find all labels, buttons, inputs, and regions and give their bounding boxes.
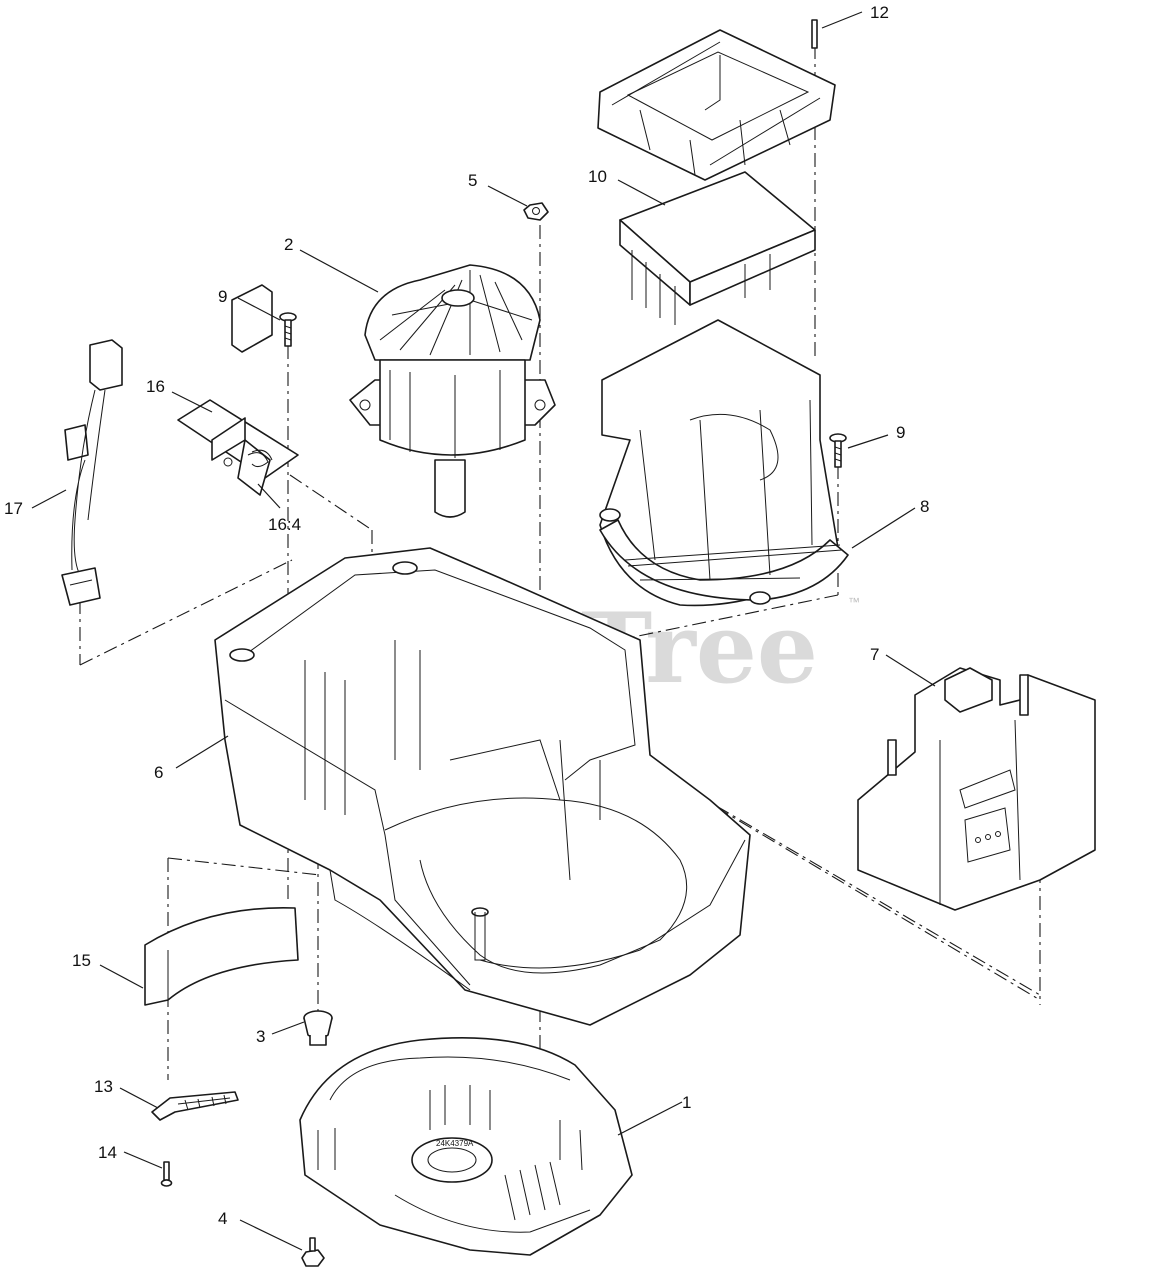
part-9-screw-right [829, 433, 847, 468]
part-3-knob [303, 1010, 333, 1046]
part-14-screw [160, 1161, 173, 1187]
callout-5: 5 [468, 171, 477, 190]
part-17-wire-harness [61, 339, 123, 606]
part-1-lower-deck: 24K4379A [299, 1036, 633, 1256]
part-10-heatsink [619, 171, 816, 325]
callout-14: 14 [98, 1143, 117, 1162]
callout-6: 6 [154, 763, 163, 782]
callout-16: 16 [146, 377, 165, 396]
callout-1: 1 [682, 1093, 691, 1112]
part-5-nut [523, 202, 549, 221]
part-15-foam-pad [144, 906, 299, 1006]
part-6-main-housing [214, 547, 751, 1026]
callout-7: 7 [870, 645, 879, 664]
callout-16-4: 16:4 [268, 515, 301, 534]
leader-lines [31, 11, 936, 1251]
callout-3: 3 [256, 1027, 265, 1046]
part-8-motor-housing [599, 319, 849, 607]
part-13-clip [151, 1091, 239, 1121]
part-12-top-cover [597, 19, 836, 181]
deck-engraving: 24K4379A [436, 1139, 474, 1148]
part-9-screw-left [279, 312, 297, 347]
watermark-tm: ™ [848, 595, 860, 609]
callout-12: 12 [870, 3, 889, 22]
callout-9-right: 9 [896, 423, 905, 442]
callout-labels: 12 10 5 2 9 16 17 16:4 9 8 7 6 15 3 13 1… [4, 3, 929, 1228]
callout-17: 17 [4, 499, 23, 518]
part-16-switch-bracket [177, 284, 299, 496]
callout-10: 10 [588, 167, 607, 186]
part-7-control-box [857, 667, 1096, 911]
callout-8: 8 [920, 497, 929, 516]
callout-2: 2 [284, 235, 293, 254]
callout-15: 15 [72, 951, 91, 970]
part-2-motor [349, 264, 556, 518]
callout-9-left: 9 [218, 287, 227, 306]
callout-4: 4 [218, 1209, 227, 1228]
part-4-bolt [301, 1237, 325, 1267]
callout-13: 13 [94, 1077, 113, 1096]
